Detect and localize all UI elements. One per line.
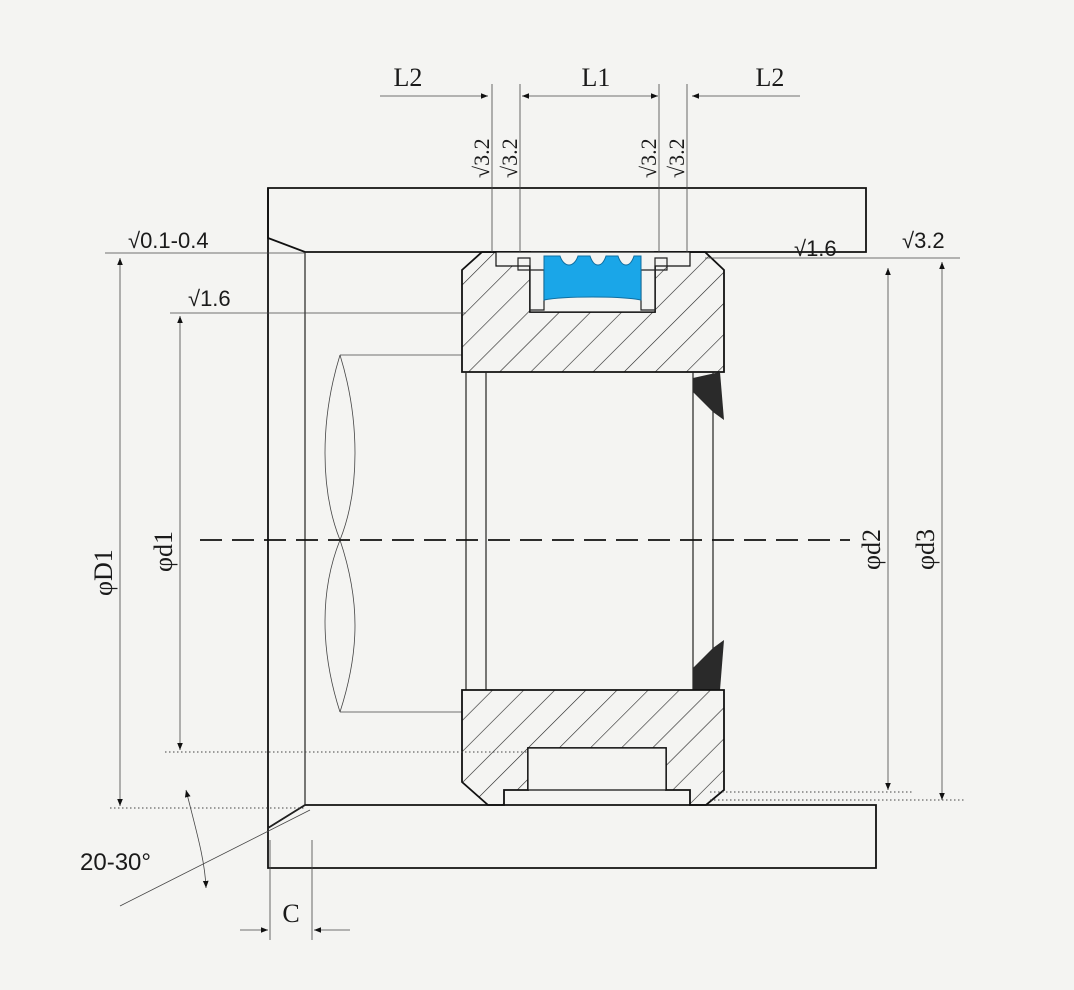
finish-groove-2: √3.2 <box>497 138 522 178</box>
housing-top-wall <box>267 187 867 253</box>
label-d2: φd2 <box>857 529 886 570</box>
gland-bore <box>465 372 724 690</box>
finish-bore-entry: √0.1-0.4 <box>128 228 209 253</box>
wiper-top-black <box>693 372 724 420</box>
label-D1: φD1 <box>89 549 118 596</box>
finish-groove-1: √3.2 <box>469 138 494 178</box>
label-L2-left: L2 <box>394 63 423 92</box>
finish-groove-4: √3.2 <box>664 138 689 178</box>
label-chamfer: C <box>282 899 299 928</box>
bottom-groove <box>527 747 667 791</box>
housing-chamfer-bottom <box>267 804 306 829</box>
backup-ring-right <box>640 257 668 311</box>
angle-arc <box>184 789 209 889</box>
label-d1: φd1 <box>149 531 178 572</box>
rod-ghost <box>324 354 462 713</box>
backup-ring-left <box>517 257 545 311</box>
rod-break-line-2 <box>324 354 356 713</box>
angle-leader <box>119 809 311 907</box>
top-dimensions <box>380 84 800 252</box>
finish-rod: √3.2 <box>902 228 945 253</box>
gland-bottom-section <box>461 689 725 806</box>
finish-bore: √1.6 <box>188 286 231 311</box>
finish-groove-bottom: √1.6 <box>794 236 837 261</box>
blue-seal <box>543 255 642 301</box>
label-L1: L1 <box>582 63 611 92</box>
label-L2-right: L2 <box>756 63 785 92</box>
label-d3: φd3 <box>911 529 940 570</box>
finish-groove-3: √3.2 <box>636 138 661 178</box>
label-angle: 20-30° <box>80 849 151 876</box>
gland-top-section <box>461 251 725 373</box>
wiper-bottom-black <box>693 640 724 690</box>
rod-break-line <box>324 354 356 713</box>
